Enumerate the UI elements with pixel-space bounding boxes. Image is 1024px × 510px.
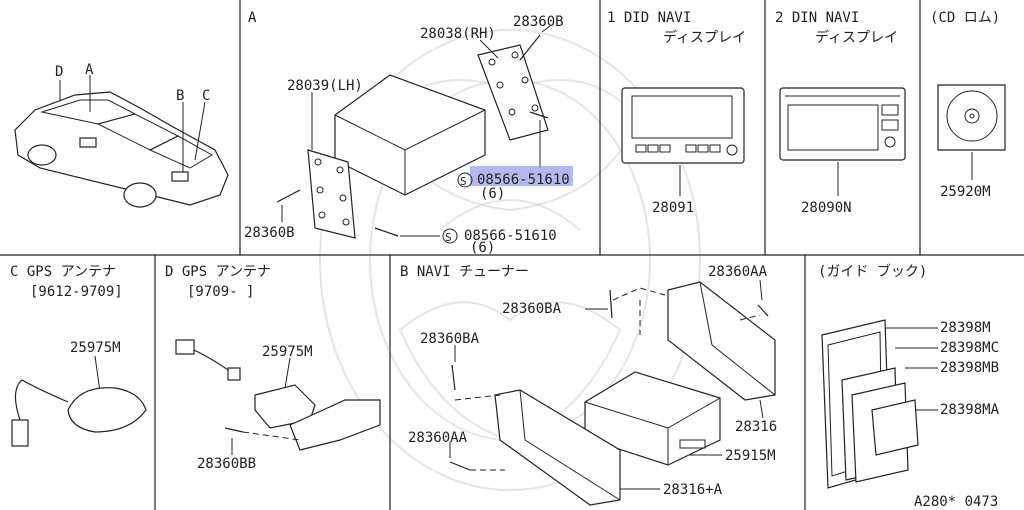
did-title-1: 1 DID NAVI (607, 10, 691, 26)
c-title-1: C GPS アンテナ (10, 264, 116, 280)
car-illustration: D A B C (14, 62, 229, 208)
part-label-28038: 28038(RH) (420, 26, 496, 42)
part-label-28360bb: 28360BB (197, 456, 256, 472)
panel-a: A 28360B 28038(RH) 28039(LH) S (244, 10, 573, 256)
din-title-1: 2 DIN NAVI (775, 10, 859, 26)
part-highlight (470, 166, 573, 186)
s-mark: S (445, 231, 452, 244)
din-display-unit (779, 87, 906, 161)
rh-bracket (477, 44, 549, 141)
part-label-25975m-d: 25975M (262, 344, 313, 360)
part-label-28091: 28091 (652, 200, 694, 216)
connector-icon (175, 339, 195, 355)
part-qty-08566-a: (6) (480, 186, 505, 202)
panel-din-navi: 2 DIN NAVI ディスプレイ 28090N (775, 10, 906, 216)
part-label-28398mb: 28398MB (940, 360, 999, 376)
screw-icon (757, 304, 769, 317)
c-title-2: [9612-9709] (30, 284, 123, 300)
screw-icon (276, 189, 301, 203)
part-qty-08566-b: (6) (470, 240, 495, 256)
cd-disc-icon (946, 90, 998, 142)
part-label-28360aa-left: 28360AA (408, 430, 468, 446)
screw-icon (224, 427, 244, 433)
part-label-28398ma: 28398MA (940, 402, 1000, 418)
panel-guide-book: (ガイド ブック) 28398M 28398MC 28398MB 28398MA (818, 263, 1000, 489)
part-label-28039: 28039(LH) (287, 78, 363, 94)
car-label-a: A (85, 62, 94, 78)
d-title-1: D GPS アンテナ (165, 264, 271, 280)
part-label-25915m: 25915M (725, 448, 776, 464)
panel-cd-rom: (CD ロム) 25920M (930, 10, 1006, 200)
d-title-2: [9709- ] (187, 284, 254, 300)
connector-icon (11, 419, 29, 447)
part-label-28360b-left: 28360B (244, 225, 295, 241)
part-label-08566-a: 08566-51610 (477, 172, 570, 188)
screw-icon (451, 364, 456, 391)
guide-title: (ガイド ブック) (818, 263, 927, 280)
part-label-28316: 28316 (735, 419, 777, 435)
did-display-unit (621, 87, 745, 164)
antenna-bracket (289, 399, 381, 451)
panel-c-gps: C GPS アンテナ [9612-9709] 25975M (10, 264, 147, 447)
did-title-2: ディスプレイ (663, 29, 746, 46)
part-label-28398m: 28398M (940, 320, 991, 336)
panel-b-navi-tuner: B NAVI チューナー 28360AA 28360BA 2836 (400, 264, 777, 506)
part-label-28360ba-left: 28360BA (420, 331, 480, 347)
lh-bracket (307, 149, 356, 239)
gps-antenna-c (67, 387, 147, 433)
din-title-2: ディスプレイ (815, 29, 898, 46)
screw-icon (519, 34, 541, 61)
part-label-28316a: 28316+A (663, 482, 723, 498)
diagram-code: A280* 0473 (914, 494, 998, 510)
s-mark: S (460, 175, 467, 188)
car-label-b: B (176, 88, 184, 104)
part-label-28360aa-top: 28360AA (708, 264, 768, 280)
part-label-25920m: 25920M (940, 184, 991, 200)
panel-did-navi: 1 DID NAVI ディスプレイ 28091 (607, 10, 746, 216)
cd-title: (CD ロム) (930, 10, 1000, 26)
screw-icon (449, 461, 471, 471)
screw-icon (609, 289, 613, 319)
part-label-28360b: 28360B (513, 14, 564, 30)
part-label-28360ba-top: 28360BA (502, 301, 562, 317)
car-label-c: C (202, 88, 210, 104)
part-label-28090n: 28090N (801, 200, 852, 216)
part-label-08566-b: 08566-51610 (464, 228, 557, 244)
part-label-28398mc: 28398MC (940, 340, 999, 356)
part-label-25975m-c: 25975M (70, 340, 121, 356)
car-label-d: D (55, 64, 63, 80)
screw-icon (374, 227, 399, 237)
b-title: B NAVI チューナー (400, 264, 529, 280)
panel-d-gps: D GPS アンテナ [9709- ] 25975M 28360BB (165, 264, 381, 472)
panel-a-label: A (248, 10, 257, 26)
